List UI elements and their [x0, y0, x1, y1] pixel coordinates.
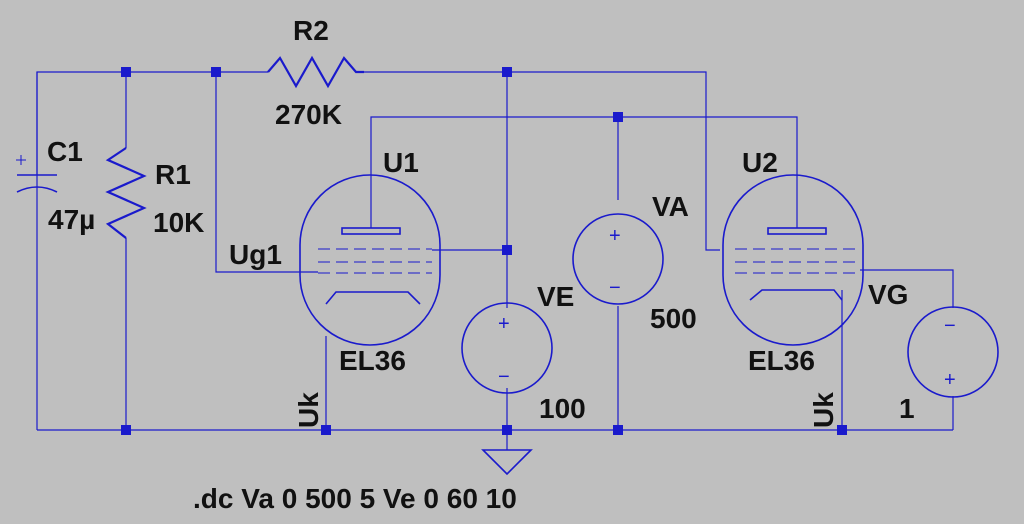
junction-dot [502, 67, 512, 77]
r2-name-label[interactable]: R2 [293, 15, 329, 46]
wire-ug1[interactable] [215, 72, 318, 273]
va-name-label[interactable]: VA [652, 191, 689, 222]
vg-name-label[interactable]: VG [868, 279, 908, 310]
tube-anode-plate [341, 227, 401, 235]
junction-dot [837, 425, 847, 435]
u1-name-label[interactable]: U1 [383, 147, 419, 178]
junction-dot [613, 425, 623, 435]
wires [36, 71, 954, 450]
resistor-r1[interactable] [105, 147, 147, 239]
source-ve[interactable]: + − [461, 302, 553, 394]
r2-value-label[interactable]: 270K [275, 99, 342, 130]
c1-name-label[interactable]: C1 [47, 136, 83, 167]
junction-dot [613, 112, 623, 122]
plus-sign: + [944, 369, 956, 391]
minus-sign: − [944, 315, 956, 337]
ve-value-label[interactable]: 100 [539, 393, 586, 424]
wire-vg[interactable] [860, 269, 954, 308]
minus-sign: − [498, 366, 510, 388]
va-value-label[interactable]: 500 [650, 303, 697, 334]
u1-model-label[interactable]: EL36 [339, 345, 406, 376]
ve-name-label[interactable]: VE [537, 281, 574, 312]
junction-dot [321, 425, 331, 435]
junction-dot [121, 67, 131, 77]
source-vg[interactable]: − + [907, 306, 999, 398]
c1-value-label[interactable]: 47µ [48, 204, 95, 235]
capacitor-c1[interactable] [16, 155, 58, 430]
uk2-net-label[interactable]: Uk [808, 392, 839, 428]
junctions [121, 67, 847, 435]
vg-value-label[interactable]: 1 [899, 393, 915, 424]
resistor-r2[interactable] [267, 55, 364, 89]
spice-directive[interactable]: .dc Va 0 500 5 Ve 0 60 10 [193, 483, 517, 514]
plus-sign: + [498, 313, 510, 335]
junction-dot [211, 67, 221, 77]
tube-u2[interactable] [722, 174, 864, 346]
junction-dot [502, 425, 512, 435]
junction-dot [502, 245, 512, 255]
minus-sign: − [609, 277, 621, 299]
tube-u1[interactable] [299, 174, 441, 346]
r1-name-label[interactable]: R1 [155, 159, 191, 190]
u2-name-label[interactable]: U2 [742, 147, 778, 178]
r1-value-label[interactable]: 10K [153, 207, 204, 238]
tube-anode-plate [767, 227, 827, 235]
tube-envelope [722, 174, 864, 346]
ground-symbol[interactable] [481, 449, 533, 476]
source-va[interactable]: + − [572, 213, 664, 305]
wire-top-right[interactable] [364, 71, 720, 251]
tube-envelope [299, 174, 441, 346]
tube-cathode [325, 291, 421, 305]
u2-model-label[interactable]: EL36 [748, 345, 815, 376]
labels: R2 270K R1 10K C1 47µ U1 EL36 U2 EL36 Ug… [47, 15, 915, 514]
ug1-net-label[interactable]: Ug1 [229, 239, 282, 270]
junction-dot [121, 425, 131, 435]
uk1-net-label[interactable]: Uk [293, 392, 324, 428]
plus-sign: + [609, 225, 621, 247]
tube-cathode [749, 289, 843, 301]
wire-anode-bus[interactable] [370, 116, 798, 228]
